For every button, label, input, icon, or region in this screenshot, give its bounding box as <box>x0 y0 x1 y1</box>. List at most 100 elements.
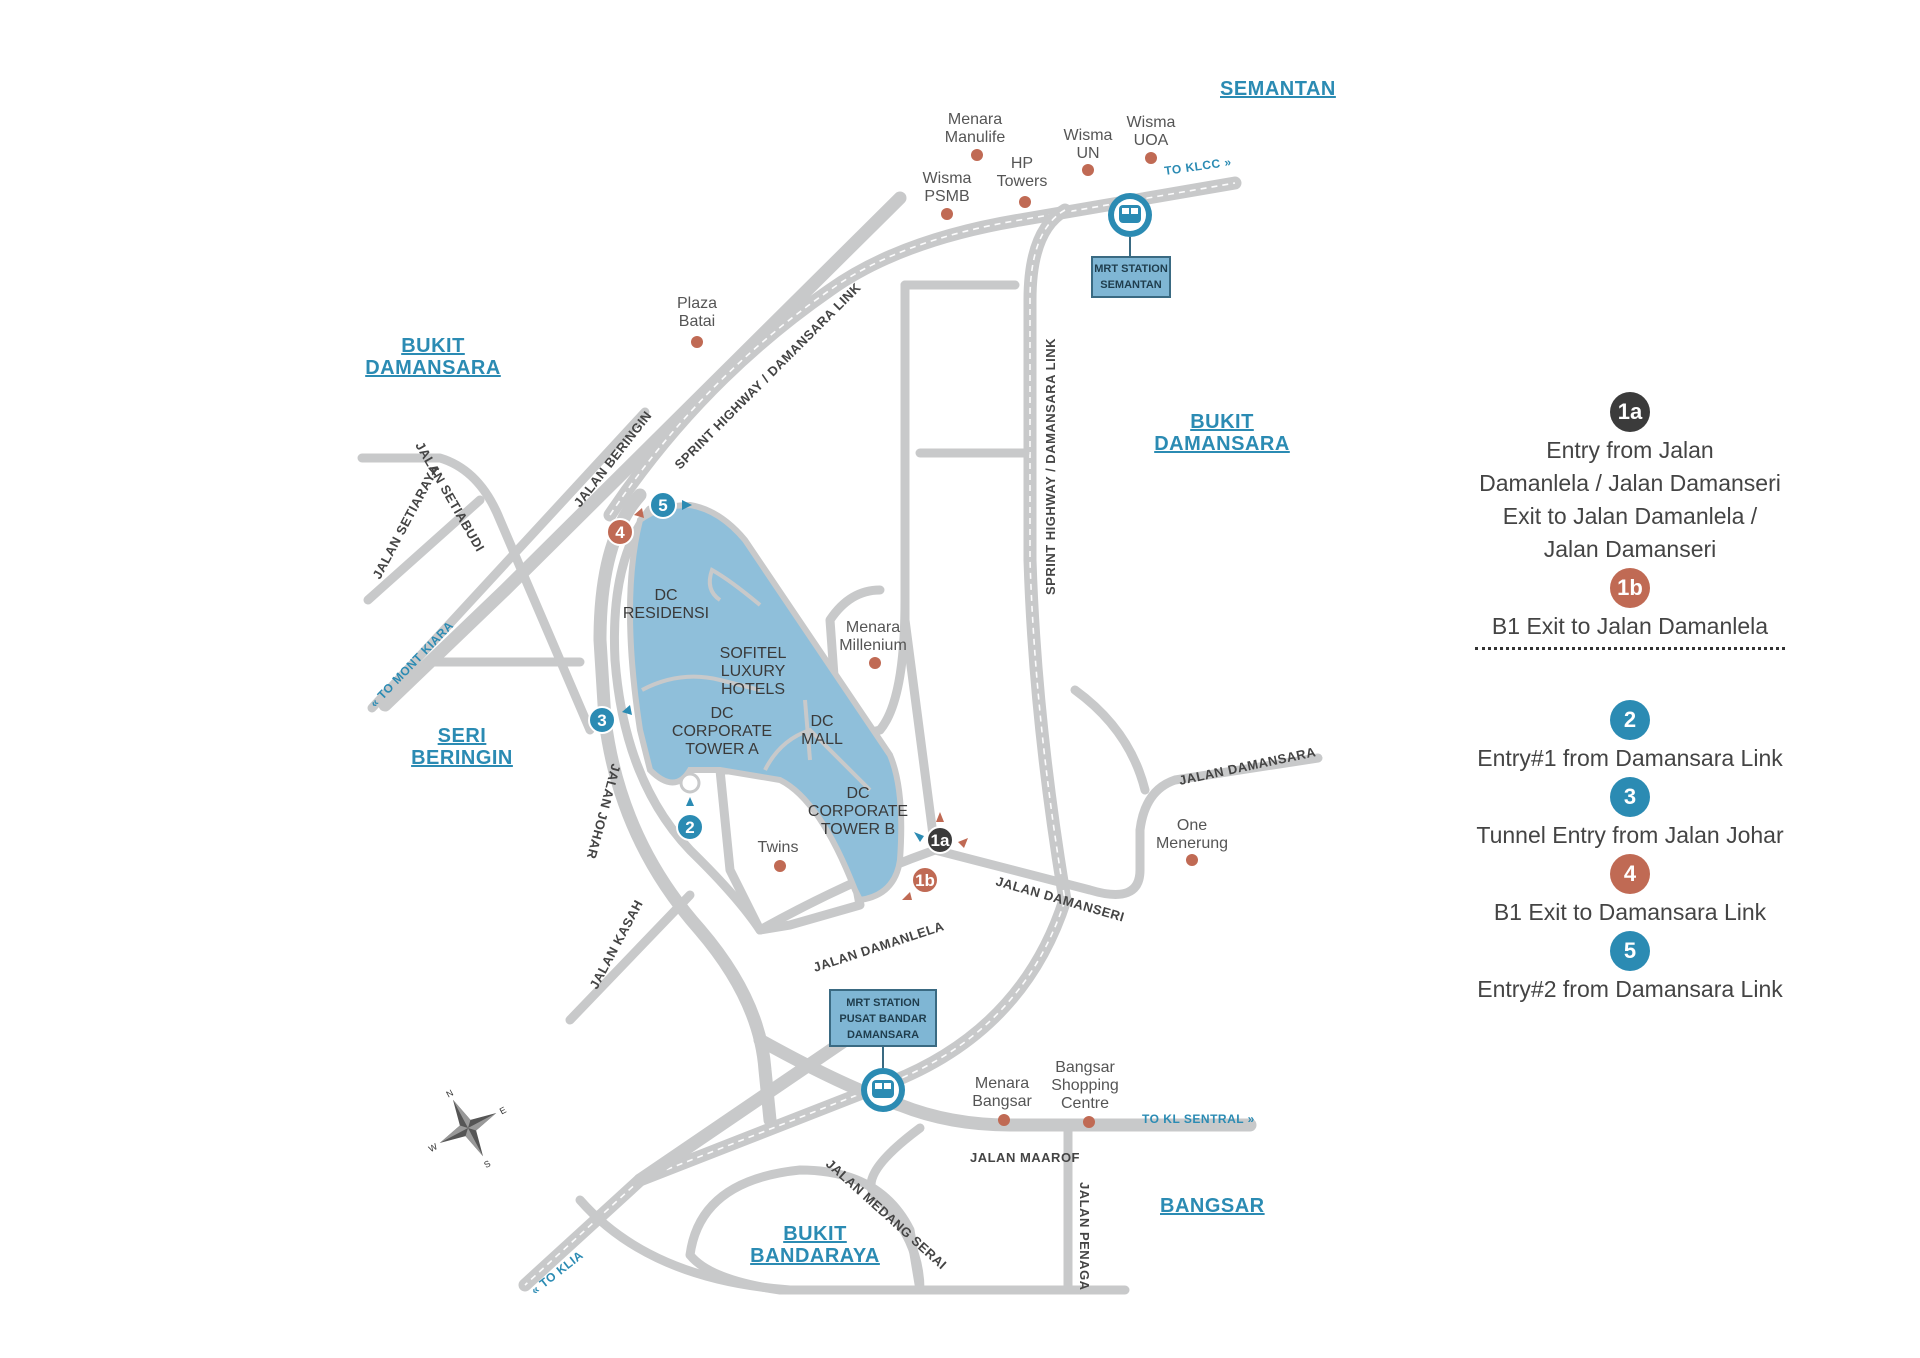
poi-menara-manulife: Menara Manulife <box>945 111 1006 161</box>
legend-badge-4: 4 <box>1610 854 1650 894</box>
road-jalan-johar <box>593 488 777 1127</box>
svg-text:MRT STATION: MRT STATION <box>1094 263 1168 275</box>
legend-item-4: 4 B1 Exit to Damansara Link <box>1420 852 1840 929</box>
svg-text:Batai: Batai <box>679 313 715 330</box>
svg-text:Twins: Twins <box>758 839 799 856</box>
poi-bangsar-shopping-centre: Bangsar Shopping Centre <box>1051 1059 1119 1128</box>
road-jalan-setiaraya <box>363 495 485 605</box>
svg-text:HOTELS: HOTELS <box>721 681 785 698</box>
district-semantan: SEMANTAN <box>1220 78 1336 100</box>
legend: 1a Entry from Jalan Damanlela / Jalan Da… <box>1420 390 1840 1006</box>
label-jalan-damansara: JALAN DAMANSARA <box>1178 744 1318 788</box>
district-bukit-damansara-west: BUKIT <box>401 335 465 357</box>
svg-text:MALL: MALL <box>801 731 843 748</box>
svg-text:Menerung: Menerung <box>1156 835 1228 852</box>
map-badges: 5 4 3 2 1a 1b <box>588 491 968 900</box>
svg-text:CORPORATE: CORPORATE <box>672 723 772 740</box>
svg-text:DAMANSARA: DAMANSARA <box>847 1029 919 1041</box>
poi-hp-towers: HP Towers <box>997 155 1048 208</box>
svg-text:Plaza: Plaza <box>677 295 717 312</box>
legend-group-entries: 2 Entry#1 from Damansara Link 3 Tunnel E… <box>1420 698 1840 1006</box>
legend-text: Tunnel Entry from Jalan Johar <box>1476 822 1784 848</box>
svg-text:DAMANSARA: DAMANSARA <box>365 357 501 379</box>
svg-text:Wisma: Wisma <box>1064 127 1113 144</box>
road-jalan-kasah <box>565 890 695 1025</box>
badge-1b: 1b <box>902 866 939 900</box>
svg-text:2: 2 <box>685 818 694 837</box>
svg-text:Towers: Towers <box>997 173 1048 190</box>
legend-text: Entry from Jalan <box>1546 437 1714 463</box>
svg-text:Menara: Menara <box>975 1075 1029 1092</box>
svg-text:Shopping: Shopping <box>1051 1077 1119 1094</box>
label-jalan-penaga: JALAN PENAGA <box>1077 1182 1092 1291</box>
legend-separator <box>1475 647 1785 650</box>
legend-item-3: 3 Tunnel Entry from Jalan Johar <box>1420 775 1840 852</box>
badge-2: 2 <box>676 797 704 841</box>
district-bangsar: BANGSAR <box>1160 1195 1265 1217</box>
legend-text: B1 Exit to Damansara Link <box>1493 899 1767 925</box>
label-jalan-johar: JALAN JOHAR <box>584 762 624 861</box>
svg-text:4: 4 <box>615 523 625 542</box>
svg-text:S: S <box>482 1158 492 1170</box>
dc-residensi-label: DC <box>654 587 677 604</box>
badge-4: 4 <box>606 508 644 546</box>
svg-text:N: N <box>444 1088 454 1100</box>
district-seri-beringin: SERI <box>438 725 487 747</box>
legend-item-2: 2 Entry#1 from Damansara Link <box>1420 698 1840 775</box>
svg-text:5: 5 <box>658 496 667 515</box>
label-jalan-maarof: JALAN MAAROF <box>970 1150 1080 1165</box>
svg-text:Wisma: Wisma <box>1127 114 1176 131</box>
dc-mall-label: DC <box>810 713 833 730</box>
road-jalan-damanlela <box>755 845 940 935</box>
road-jalan-setiabudi <box>357 453 595 735</box>
svg-text:W: W <box>427 1141 440 1154</box>
road-to-mont-kiara <box>367 407 650 713</box>
svg-text:Millenium: Millenium <box>839 637 907 654</box>
svg-text:Bangsar: Bangsar <box>972 1093 1032 1110</box>
svg-text:Wisma: Wisma <box>923 170 972 187</box>
legend-badge-1b: 1b <box>1610 568 1650 608</box>
svg-text:LUXURY: LUXURY <box>721 663 786 680</box>
points-of-interest: Menara Manulife Wisma UN Wisma UOA HP To… <box>677 111 1228 1128</box>
svg-text:Menara: Menara <box>846 619 900 636</box>
svg-text:One: One <box>1177 817 1207 834</box>
svg-text:CORPORATE: CORPORATE <box>808 803 908 820</box>
badge-1a: 1a <box>914 812 968 854</box>
svg-text:1a: 1a <box>931 831 950 850</box>
svg-text:Manulife: Manulife <box>945 129 1006 146</box>
poi-wisma-uoa: Wisma UOA <box>1127 114 1176 164</box>
legend-item-1b: 1b B1 Exit to Jalan Damanlela <box>1420 566 1840 650</box>
district-labels: SEMANTAN BUKIT DAMANSARA BUKIT DAMANSARA… <box>365 78 1336 1267</box>
svg-text:RESIDENSI: RESIDENSI <box>623 605 709 622</box>
svg-text:HP: HP <box>1011 155 1033 172</box>
svg-text:DAMANSARA: DAMANSARA <box>1154 433 1290 455</box>
svg-text:Bangsar: Bangsar <box>1055 1059 1115 1076</box>
svg-text:BANDARAYA: BANDARAYA <box>750 1245 880 1267</box>
legend-badge-5: 5 <box>1610 931 1650 971</box>
svg-text:BERINGIN: BERINGIN <box>411 747 513 769</box>
tower-b-label: DC <box>846 785 869 802</box>
compass-rose: N E S W <box>427 1088 508 1170</box>
mrt-station-semantan: MRT STATION SEMANTAN <box>1091 193 1171 298</box>
road-dc-ring <box>609 505 765 935</box>
legend-badge-2: 2 <box>1610 700 1650 740</box>
svg-text:Menara: Menara <box>948 111 1002 128</box>
legend-item-5: 5 Entry#2 from Damansara Link <box>1420 929 1840 1006</box>
svg-text:E: E <box>498 1105 508 1117</box>
label-jalan-damanlela: JALAN DAMANLELA <box>811 918 946 975</box>
legend-text: Entry#1 from Damansara Link <box>1477 745 1783 771</box>
dir-to-kl-sentral: TO KL SENTRAL » <box>1142 1112 1255 1126</box>
poi-one-menerung: One Menerung <box>1156 817 1228 866</box>
district-bukit-bandaraya: BUKIT <box>783 1223 847 1245</box>
svg-text:PUSAT BANDAR: PUSAT BANDAR <box>839 1013 926 1025</box>
legend-badge-3: 3 <box>1610 777 1650 817</box>
road-south <box>575 1195 1130 1295</box>
building-labels: DC RESIDENSI SOFITEL LUXURY HOTELS DC CO… <box>623 587 908 838</box>
svg-text:Centre: Centre <box>1061 1095 1109 1112</box>
svg-text:3: 3 <box>597 711 606 730</box>
sofitel-label: SOFITEL <box>720 645 787 662</box>
road-east-curve <box>1070 685 1150 795</box>
dir-to-klcc: TO KLCC » <box>1163 155 1232 178</box>
svg-text:UOA: UOA <box>1134 132 1169 149</box>
legend-text: Damanlela / Jalan Damanseri <box>1479 470 1781 496</box>
